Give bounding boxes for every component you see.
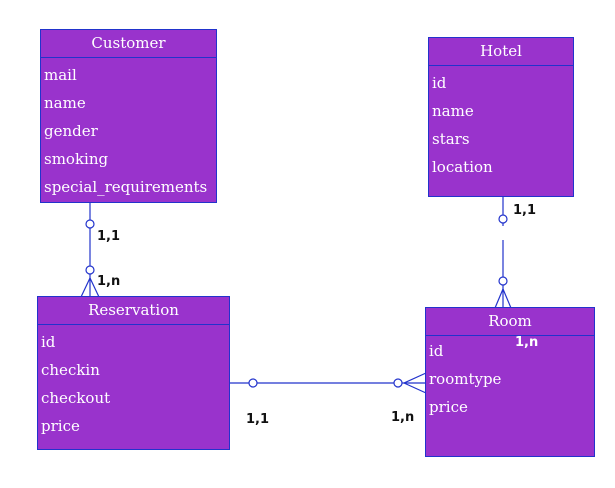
reservation-crowsfoot-right bbox=[89, 277, 100, 298]
room-attr-roomtype: roomtype bbox=[429, 370, 502, 388]
room-side-circle bbox=[393, 378, 403, 388]
reservation-side-circle bbox=[248, 378, 258, 388]
customer-attr-name: name bbox=[44, 94, 86, 112]
hotel-attr-stars: stars bbox=[432, 130, 470, 148]
room-crowsfoot-top bbox=[403, 372, 427, 384]
hotel-side-optional-circle bbox=[498, 214, 508, 224]
cardinality-hotel-side: 1,1 bbox=[513, 203, 537, 218]
hotel-attr-name: name bbox=[432, 102, 474, 120]
hotel-attr-id: id bbox=[432, 74, 447, 92]
room-crowsfoot-right bbox=[502, 288, 512, 309]
reservation-crowsfoot-left bbox=[80, 277, 91, 298]
room-crowsfoot-bottom bbox=[403, 382, 427, 394]
customer-entity[interactable]: Customer mail name gender smoking specia… bbox=[40, 29, 217, 203]
customer-attr-special-requirements: special_requirements bbox=[44, 178, 208, 196]
room-attr-price: price bbox=[429, 398, 468, 416]
hotel-entity[interactable]: Hotel id name stars location bbox=[428, 37, 574, 197]
customer-attr-mail: mail bbox=[44, 66, 77, 84]
customer-attr-smoking: smoking bbox=[44, 150, 109, 168]
customer-attr-gender: gender bbox=[44, 122, 98, 140]
room-title: Room bbox=[426, 308, 594, 336]
hotel-attr-location: location bbox=[432, 158, 493, 176]
reservation-entity[interactable]: Reservation id checkin checkout price bbox=[37, 296, 230, 450]
room-crowsfoot-left bbox=[494, 288, 504, 309]
cardinality-customer-side: 1,1 bbox=[97, 229, 121, 244]
cardinality-room-side-hotel: 1,n bbox=[515, 335, 539, 350]
room-attr-id: id bbox=[429, 342, 444, 360]
cardinality-reservation-side: 1,n bbox=[97, 274, 121, 289]
hotel-title: Hotel bbox=[429, 38, 573, 66]
cardinality-reservation-room-side: 1,1 bbox=[246, 412, 270, 427]
customer-side-optional-circle bbox=[85, 219, 95, 229]
reservation-attr-id: id bbox=[41, 333, 56, 351]
customer-title: Customer bbox=[41, 30, 216, 58]
reservation-side-optional-circle bbox=[85, 265, 95, 275]
reservation-attr-checkout: checkout bbox=[41, 389, 111, 407]
room-side-optional-circle bbox=[498, 276, 508, 286]
reservation-attr-checkin: checkin bbox=[41, 361, 100, 379]
reservation-attr-price: price bbox=[41, 417, 80, 435]
room-entity[interactable]: Room id roomtype price bbox=[425, 307, 595, 457]
cardinality-room-reservation-side: 1,n bbox=[391, 410, 415, 425]
reservation-title: Reservation bbox=[38, 297, 229, 325]
